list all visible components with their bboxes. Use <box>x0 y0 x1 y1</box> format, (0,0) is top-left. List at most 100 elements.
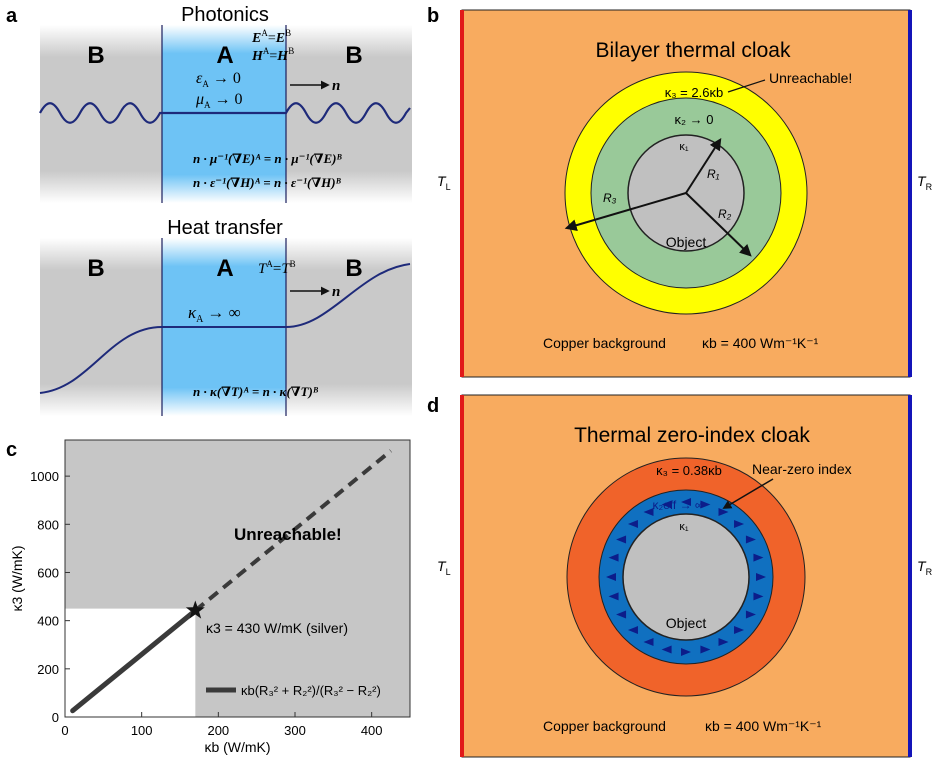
flux-arrow <box>661 645 672 654</box>
heat-equation: n · κ(∇T)ᴬ = n · κ(∇T)ᴮ <box>193 384 319 399</box>
heat-transfer-title: Heat transfer <box>167 217 283 239</box>
heat-normal-label: n <box>332 284 340 300</box>
flux-arrow <box>681 648 691 656</box>
flux-arrow <box>753 553 764 562</box>
y-tick-label: 600 <box>37 565 59 580</box>
r2-label: R₂ <box>718 207 732 221</box>
flux-arrow <box>606 573 616 581</box>
k1-label-b: κ₁ <box>679 141 689 153</box>
copper-label-b: Copper background <box>543 335 666 351</box>
flux-arrow <box>718 508 729 517</box>
r1-label: R₁ <box>707 167 720 181</box>
flux-arrow <box>661 500 672 509</box>
x-tick-label: 200 <box>207 723 229 738</box>
t-left-b: TL <box>437 173 451 192</box>
convection-arrows <box>606 498 766 656</box>
panel-c: c 0 100 200 300 400 0 200 400 600 800 1000 κ3 = 430… <box>6 439 411 755</box>
heat-label-a: A <box>216 255 233 282</box>
y-tick-label: 400 <box>37 614 59 629</box>
near-zero-note: Near-zero index <box>752 461 852 477</box>
panel-b: b Bilayer thermal cloak κ₃ = 2.6κb κ₂ → … <box>427 5 933 378</box>
panel-label-a: a <box>6 5 18 27</box>
flux-arrow <box>616 610 627 619</box>
object-core-d <box>622 513 750 641</box>
kappa-chart: 0 100 200 300 400 0 200 400 600 800 1000 κ3 = 430 W… <box>9 439 411 755</box>
photonics-label-a: A <box>216 42 233 69</box>
k2-label-b: κ₂ → 0 <box>675 112 714 127</box>
cloak-title-d: Thermal zero-index cloak <box>574 424 810 447</box>
photonics-equation-2: n · ε⁻¹(∇H)ᴬ = n · ε⁻¹(∇H)ᴮ <box>193 175 342 190</box>
kappa-limit: κA→ ∞ <box>188 303 241 325</box>
photonics-normal-label: n <box>332 78 340 94</box>
y-axis-label: κ3 (W/mK) <box>9 545 25 611</box>
unreachable-chart-label: Unreachable! <box>234 525 342 544</box>
flux-arrow <box>627 519 638 528</box>
y-tick-label: 0 <box>52 710 59 725</box>
marker-label: κ3 = 430 W/mK (silver) <box>206 620 348 636</box>
y-tick-label: 1000 <box>30 469 59 484</box>
k2-label-d: κ₂eff → ∞ <box>652 498 703 512</box>
cold-boundary-d <box>908 395 912 757</box>
x-tick-label: 400 <box>361 723 383 738</box>
y-tick-label: 800 <box>37 517 59 532</box>
flux-arrow <box>734 519 745 528</box>
t-right-b: TR <box>917 173 933 192</box>
flux-arrow <box>700 500 711 509</box>
k3-label-b: κ₃ = 2.6κb <box>665 85 723 100</box>
flux-arrow <box>745 535 756 544</box>
y-tick-label: 200 <box>37 662 59 677</box>
flux-arrow <box>643 508 654 517</box>
cloak-title-b: Bilayer thermal cloak <box>596 39 791 62</box>
flux-arrow <box>608 592 619 601</box>
flux-arrow <box>681 498 691 506</box>
unreachable-pointer <box>727 79 766 93</box>
photonics-wave <box>39 102 411 124</box>
radius-r3-arrow <box>564 192 687 232</box>
flux-arrow <box>745 610 756 619</box>
silver-star-marker <box>185 600 205 619</box>
photonics-equation-1: n · μ⁻¹(∇E)ᴬ = n · μ⁻¹(∇E)ᴮ <box>193 151 342 166</box>
bc-e-equation: EA=EB <box>251 28 291 46</box>
bc-h-equation: HA=HB <box>251 46 294 64</box>
temperature-continuity: TA=TB <box>258 259 296 277</box>
flux-arrow <box>756 573 766 581</box>
x-tick-label: 0 <box>61 723 68 738</box>
series-dashed-line <box>194 449 393 613</box>
flux-arrow <box>753 592 764 601</box>
x-tick-label: 300 <box>284 723 306 738</box>
radius-r1-arrow <box>685 137 722 194</box>
epsilon-limit: εA→ 0 <box>196 70 241 89</box>
series-solid-line <box>70 608 198 714</box>
unreachable-note-b: Unreachable! <box>769 70 852 86</box>
flux-arrow <box>700 645 711 654</box>
flux-arrow <box>627 626 638 635</box>
near-zero-pointer <box>722 478 774 509</box>
t-left-d: TL <box>437 558 451 577</box>
kb-value-d: κb = 400 Wm⁻¹K⁻¹ <box>705 718 822 734</box>
t-right-d: TR <box>917 558 933 577</box>
cold-boundary-b <box>908 10 912 377</box>
panel-label-c: c <box>6 439 17 461</box>
x-axis-label: κb (W/mK) <box>204 739 270 755</box>
object-label-b: Object <box>666 234 707 250</box>
flux-arrow <box>643 637 654 646</box>
plot-frame <box>64 439 411 718</box>
mu-limit: μA→ 0 <box>195 91 243 110</box>
heat-transfer-block: Heat transfer B A B TA=TB n κA→ ∞ n · κ(… <box>39 217 412 416</box>
panel-a: a Photonics B A B EA=EB HA=HB εA→ 0 μA→ … <box>6 4 412 416</box>
panel-d: d Thermal zero-index cloak κ₃ = 0.38κb κ… <box>427 394 933 758</box>
photonics-block: Photonics B A B EA=EB HA=HB εA→ 0 μA→ 0 … <box>39 4 412 203</box>
panel-label-b: b <box>427 5 439 27</box>
x-tick-label: 100 <box>131 723 153 738</box>
photonics-label-b-left: B <box>87 42 104 69</box>
photonics-label-b-right: B <box>345 42 362 69</box>
hot-boundary-d <box>460 395 464 757</box>
hot-boundary-b <box>460 10 464 377</box>
heat-label-b-left: B <box>87 255 104 282</box>
flux-arrow <box>734 626 745 635</box>
k3-label-d: κ₃ = 0.38κb <box>656 463 722 478</box>
copper-label-d: Copper background <box>543 718 666 734</box>
flux-arrow <box>718 637 729 646</box>
photonics-title: Photonics <box>181 4 269 26</box>
